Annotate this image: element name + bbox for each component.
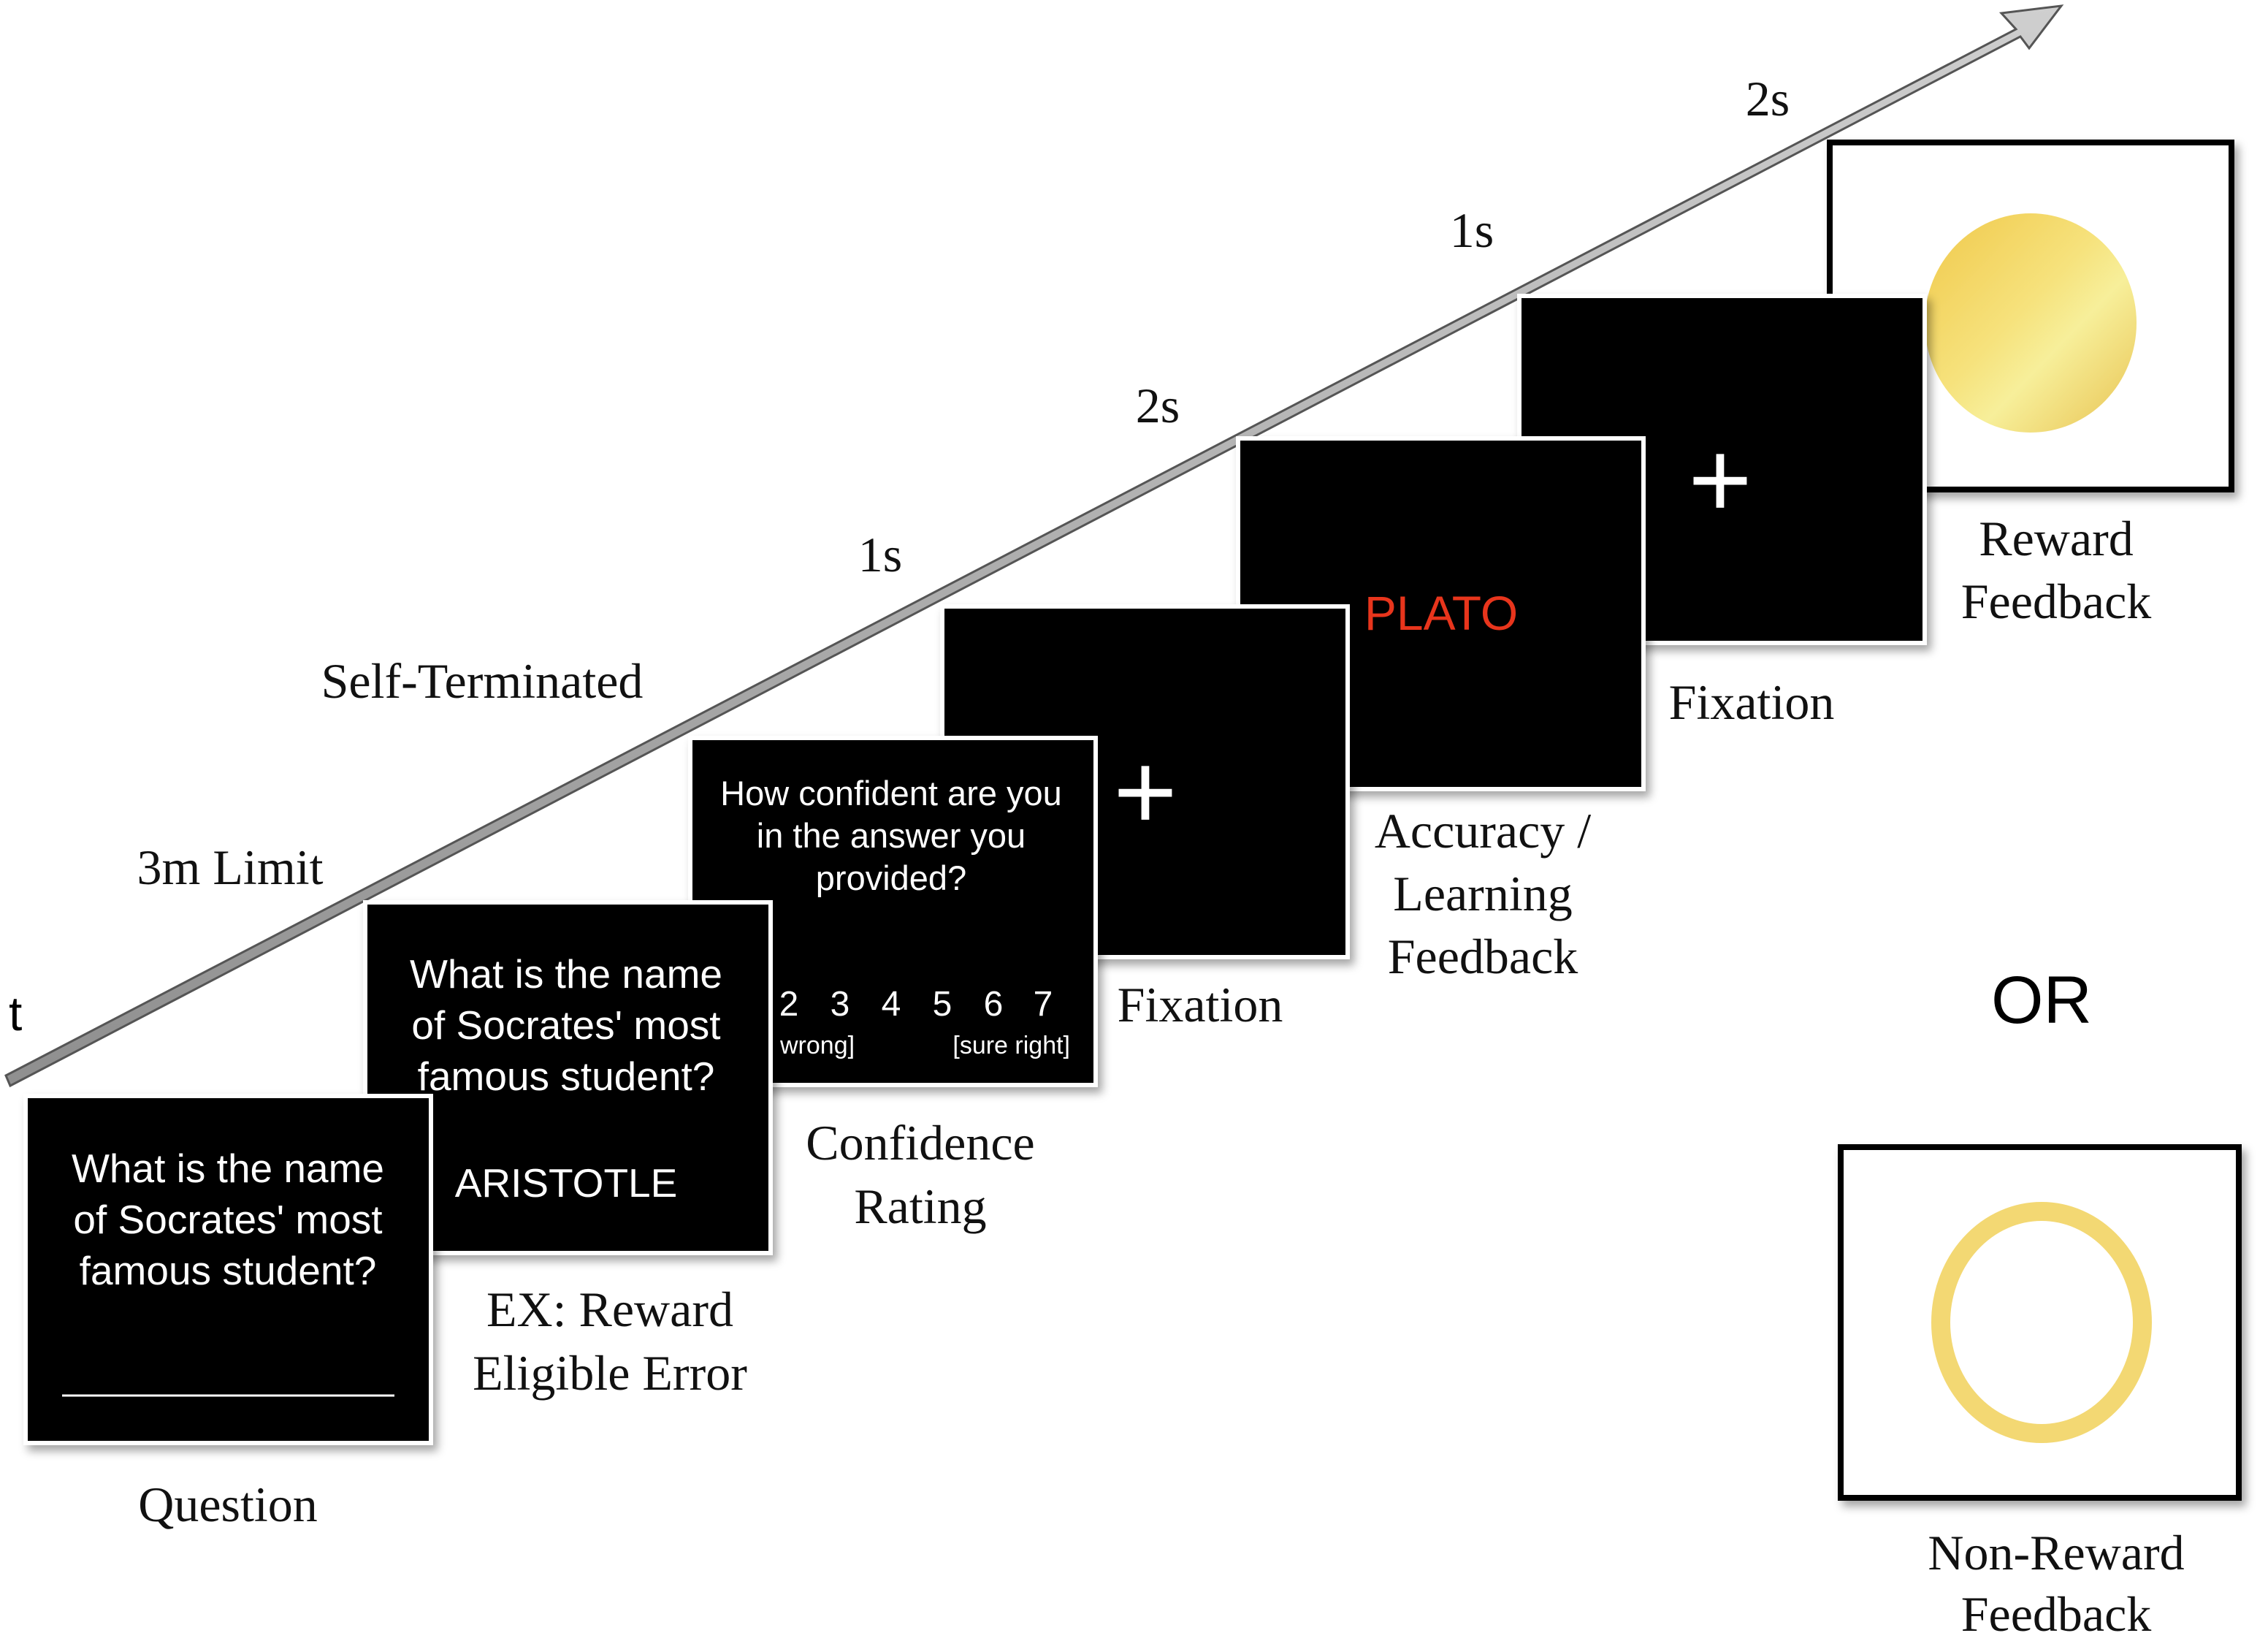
question-screen: What is the name of Socrates' most famou… <box>23 1094 433 1445</box>
caption-confidence-2: Rating <box>854 1179 986 1234</box>
caption-nonreward-2: Feedback <box>1961 1586 2152 1633</box>
nonreward-ring-icon <box>1931 1202 2152 1443</box>
scale-number: 5 <box>933 985 952 1024</box>
duration-accuracy: 1s <box>1450 202 1494 258</box>
duration-question: 3m Limit <box>137 840 324 895</box>
scale-number: 7 <box>1034 985 1053 1024</box>
error-line-2: of Socrates' most <box>411 1002 720 1048</box>
caption-error-1: EX: Reward <box>486 1282 733 1337</box>
scale-number: 6 <box>984 985 1004 1024</box>
scale-number: 3 <box>831 985 850 1024</box>
question-line-2: of Socrates' most <box>73 1197 382 1242</box>
scale-high-label: [sure right] <box>952 1032 1070 1059</box>
caption-fixation1: Fixation <box>1118 977 1283 1032</box>
confidence-line-3: provided? <box>816 859 966 897</box>
caption-fixation2: Fixation <box>1669 674 1835 730</box>
error-line-3: famous student? <box>418 1054 715 1099</box>
axis-label-t: t <box>9 986 22 1040</box>
fixation1-cross-icon: + <box>1113 730 1177 853</box>
caption-accuracy-1: Accuracy / <box>1375 803 1591 859</box>
caption-confidence-1: Confidence <box>806 1115 1034 1170</box>
duration-error: Self-Terminated <box>321 653 644 709</box>
nonreward-feedback-screen <box>1838 1144 2242 1501</box>
duration-fixation2: 2s <box>1746 71 1790 126</box>
fixation2-cross-icon: + <box>1688 418 1752 541</box>
caption-accuracy-2: Learning <box>1393 866 1572 921</box>
caption-nonreward-1: Non-Reward <box>1928 1525 2184 1580</box>
caption-accuracy-3: Feedback <box>1388 929 1578 984</box>
accuracy-answer: PLATO <box>1364 586 1518 640</box>
reward-coin-icon <box>1925 213 2137 433</box>
caption-question: Question <box>138 1477 318 1532</box>
scale-number: 4 <box>882 985 901 1024</box>
confidence-line-2: in the answer you <box>757 816 1026 855</box>
scale-low-label: wrong] <box>779 1032 855 1059</box>
or-label: OR <box>1991 963 2092 1038</box>
duration-confidence: 1s <box>858 527 902 582</box>
caption-reward-2: Feedback <box>1961 574 2152 629</box>
duration-fixation1: 2s <box>1136 378 1180 433</box>
question-line-1: What is the name <box>72 1146 384 1191</box>
caption-error-2: Eligible Error <box>473 1345 747 1401</box>
error-line-1: What is the name <box>410 951 722 997</box>
time-arrow <box>4 4 2064 1088</box>
error-answer: ARISTOTLE <box>455 1160 678 1206</box>
scale-number: 2 <box>779 985 799 1024</box>
confidence-line-1: How confident are you <box>720 774 1062 812</box>
question-line-3: famous student? <box>80 1248 377 1293</box>
caption-reward-1: Reward <box>1979 511 2133 566</box>
